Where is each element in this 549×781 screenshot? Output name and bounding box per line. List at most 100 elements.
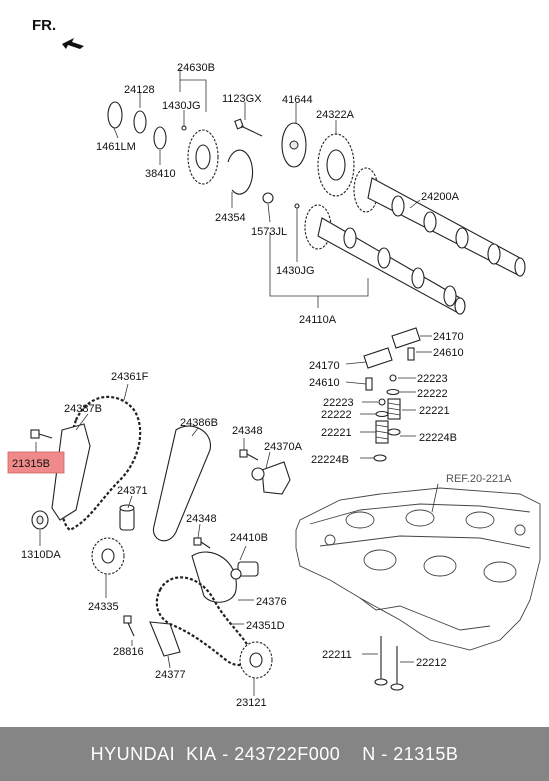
label-22223-b: 22223 <box>323 397 354 409</box>
chain-guide-24386B <box>152 425 211 542</box>
pin-1430JG-top <box>181 125 187 131</box>
retainer-22222-lower <box>375 410 389 418</box>
bolt-1123GX <box>234 118 263 137</box>
label-1430JG-mid: 1430JG <box>276 265 315 277</box>
timing-chain-24351D <box>155 576 252 667</box>
label-41644: 41644 <box>282 94 313 106</box>
tensioner-24371 <box>119 504 135 531</box>
pin-1430JG-mid <box>294 203 300 209</box>
spring-22221-upper <box>387 398 401 420</box>
leader-24348-b <box>197 523 201 539</box>
footer-brand: HYUNDAI KIA <box>90 743 217 764</box>
label-24376: 24376 <box>256 596 287 608</box>
pin-1573JL <box>262 192 274 204</box>
footer-bar: HYUNDAI KIA - 243722F000 N - 21315B <box>0 727 549 781</box>
label-22221-b: 22221 <box>321 427 352 439</box>
rocker-arm-24170-upper <box>391 327 421 349</box>
tensioner-24370A <box>251 461 291 495</box>
leader-1573JL <box>267 203 271 223</box>
rocker-arm-24170-lower <box>363 347 393 369</box>
label-28816: 28816 <box>113 646 144 658</box>
leader-24170-b <box>345 361 367 365</box>
label-24348-a: 24348 <box>232 425 263 437</box>
bolt-21315B <box>30 429 53 439</box>
label-22223-a: 22223 <box>417 373 448 385</box>
seal-1310DA <box>31 510 49 530</box>
direction-label: FR. <box>32 17 56 34</box>
label-1123GX: 1123GX <box>222 93 262 105</box>
leader-24387B <box>75 413 89 431</box>
key-22223-lower <box>378 398 386 406</box>
label-1430JG-top: 1430JG <box>162 100 201 112</box>
bolt-24348-a <box>239 449 259 461</box>
label-1461LM: 1461LM <box>96 141 136 153</box>
front-arrow-icon <box>62 38 84 49</box>
leader-24200A <box>409 199 421 209</box>
label-24371: 24371 <box>117 485 148 497</box>
sprocket-hub <box>195 144 211 170</box>
chain-guide-24387B <box>51 423 91 521</box>
seat-22224B-lower <box>373 454 387 462</box>
label-24370A: 24370A <box>264 441 303 453</box>
leader-24410B <box>239 545 247 561</box>
label-22221-a: 22221 <box>419 405 450 417</box>
label-24170-b: 24170 <box>309 360 340 372</box>
leader-24630B <box>179 68 207 112</box>
retainer-22222-upper <box>386 388 400 396</box>
label-24200A: 24200A <box>421 191 460 203</box>
label-24410B: 24410B <box>230 532 268 544</box>
camshaft-24200A <box>353 167 526 277</box>
leader-24386B <box>191 427 199 437</box>
footer-separator: - <box>216 743 235 764</box>
leader-24377 <box>167 655 171 669</box>
plate-hole <box>289 140 299 150</box>
leader-24371 <box>127 495 133 509</box>
label-21315B: 21315B <box>12 458 50 470</box>
label-23121: 23121 <box>236 697 267 709</box>
valve-22211 <box>374 636 388 686</box>
label-24351D: 24351D <box>246 620 285 632</box>
leader-24610-b <box>345 381 367 385</box>
reference-label: REF.20-221A <box>446 473 512 485</box>
label-24322A: 24322A <box>316 109 355 121</box>
seat-22224B-upper <box>387 428 401 436</box>
valve-22212 <box>390 646 404 691</box>
label-24377: 24377 <box>155 669 186 681</box>
key-22223-upper <box>389 374 397 382</box>
ring-38410 <box>153 126 167 150</box>
label-22222-a: 22222 <box>417 388 448 400</box>
label-22224B-a: 22224B <box>419 432 457 444</box>
label-24361F: 24361F <box>111 371 149 383</box>
label-22211: 22211 <box>322 649 352 661</box>
label-24630B: 24630B <box>177 62 215 74</box>
label-24335: 24335 <box>88 601 119 613</box>
label-24348-b: 24348 <box>186 513 217 525</box>
sprocket-24335-hub <box>101 548 115 564</box>
leader-24110A <box>269 232 369 308</box>
spring-22221-lower <box>375 420 389 444</box>
label-22212: 22212 <box>416 657 447 669</box>
bolt-28816 <box>123 615 135 637</box>
ring-24128 <box>133 110 147 134</box>
label-38410: 38410 <box>145 168 176 180</box>
label-24354: 24354 <box>215 212 246 224</box>
tensioner-arm-24410B <box>191 551 237 603</box>
camshaft-24110A <box>304 204 466 315</box>
circlip-24354 <box>227 149 254 195</box>
label-1573JL: 1573JL <box>251 226 287 238</box>
lash-adjuster-24610-upper <box>407 347 415 361</box>
cylinder-head <box>295 487 541 651</box>
label-24128: 24128 <box>124 84 155 96</box>
lash-adjuster-24610-lower <box>365 377 373 391</box>
label-24170-a: 24170 <box>433 331 464 343</box>
label-24610-a: 24610 <box>433 347 464 359</box>
bolt-24348-b <box>193 537 211 549</box>
footer-ref-number: 21315B <box>393 743 459 764</box>
leader-24370A <box>265 451 271 469</box>
chain-guide-24377 <box>149 621 181 657</box>
label-24610-b: 24610 <box>309 377 340 389</box>
leader-ref <box>431 483 439 513</box>
label-22224B-b: 22224B <box>311 454 349 466</box>
label-24386B: 24386B <box>180 417 218 429</box>
